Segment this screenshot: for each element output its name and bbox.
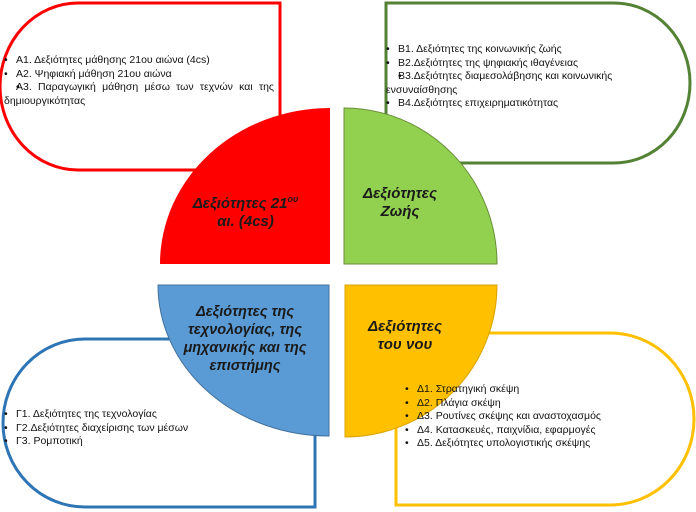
item-d2: Δ2. Πλάγια σκέψη: [417, 396, 501, 409]
item-d1: Δ1. Στρατηγική σκέψη: [417, 383, 520, 395]
list-item: Δ2. Πλάγια σκέψη: [405, 397, 665, 411]
quadrant-g-title: Δεξιότητες της τεχνολογίας, της μηχανική…: [165, 303, 325, 375]
quadrant-g-title-line1: Δεξιότητες της: [196, 304, 294, 320]
list-item: Α3. Παραγωγική μάθηση μέσω των τεχνών κα…: [4, 81, 274, 108]
list-item: Β2.Δεξιότητες της ψηφιακής ιθαγένειας: [386, 57, 676, 71]
item-d5: Δ5. Δεξιότητες υπολογιστικής σκέψης: [417, 437, 591, 449]
quadrant-d-title-line1: Δεξιότητες: [368, 318, 442, 335]
list-item: Β1. Δεξιότητες της κοινωνικής ζωής: [386, 43, 676, 57]
quadrant-a-shape: [160, 108, 330, 264]
item-a2: Α2. Ψηφιακή μάθηση 21ου αιώνα: [16, 67, 172, 80]
quadrant-d-title: Δεξιότητες του νου: [350, 318, 460, 354]
box-a-list: Α1. Δεξιότητες μάθησης 21ου αιώνα (4cs) …: [4, 54, 274, 108]
item-a3: Α3. Παραγωγική μάθηση μέσω των τεχνών κα…: [4, 81, 274, 107]
box-d-list: Δ1. Στρατηγική σκέψη Δ2. Πλάγια σκέψη Δ3…: [405, 383, 665, 451]
quadrant-g-title-line4: επιστήμης: [209, 358, 281, 374]
item-d4: Δ4. Κατασκευές, παιχνίδια, εφαρμογές: [417, 423, 596, 436]
quadrant-b-title-line1: Δεξιότητες: [363, 185, 437, 202]
quadrant-a-title-line1: Δεξιότητες 21: [192, 195, 288, 212]
quadrant-a-title: Δεξιότητες 21ου αι. (4cs): [168, 190, 323, 231]
list-item: Δ1. Στρατηγική σκέψη: [405, 383, 665, 397]
quadrant-d-title-line2: του νου: [377, 336, 433, 353]
quadrant-g-title-line2: τεχνολογίας, της: [188, 322, 302, 338]
box-outline-d: [394, 331, 696, 507]
list-item: Δ4. Κατασκευές, παιχνίδια, εφαρμογές: [405, 424, 665, 438]
box-g-list: Γ1. Δεξιότητες της τεχνολογίας Γ2.Δεξιότ…: [4, 408, 244, 449]
list-item: Β4.Δεξιότητες επιχειρηματικότητας: [386, 97, 676, 111]
list-item: Α2. Ψηφιακή μάθηση 21ου αιώνα: [4, 68, 274, 82]
item-b3: Β3.Δεξιότητες διαμεσολάβησης και κοινωνι…: [386, 70, 613, 96]
item-g3: Γ3. Ρομποτική: [16, 435, 83, 447]
quadrant-g-title-line3: μηχανικής και της: [183, 340, 307, 356]
list-item: Γ2.Δεξιότητες διαχείρισης των μέσων: [4, 422, 244, 436]
item-a1: Α1. Δεξιότητες μάθησης 21ου αιώνα (4cs): [16, 54, 210, 66]
box-outline-a: [0, 1, 282, 172]
item-d3: Δ3. Ρουτίνες σκέψης και αναστοχασμός: [417, 410, 601, 422]
quadrant-a-title-sup: ου: [287, 194, 299, 204]
list-item: Γ3. Ρομποτική: [4, 435, 244, 449]
item-b1: Β1. Δεξιότητες της κοινωνικής ζωής: [398, 43, 562, 55]
box-b-list: Β1. Δεξιότητες της κοινωνικής ζωής Β2.Δε…: [386, 43, 676, 111]
quadrant-b-title-line2: Ζωής: [380, 203, 420, 220]
list-item: Δ3. Ρουτίνες σκέψης και αναστοχασμός: [405, 410, 665, 424]
item-b4: Β4.Δεξιότητες επιχειρηματικότητας: [398, 97, 559, 109]
list-item: Γ1. Δεξιότητες της τεχνολογίας: [4, 408, 244, 422]
quadrant-a-title-line2: αι. (4cs): [217, 213, 274, 230]
quadrant-b-shape: [343, 107, 498, 265]
item-g2: Γ2.Δεξιότητες διαχείρισης των μέσων: [16, 421, 189, 434]
list-item: Β3.Δεξιότητες διαμεσολάβησης και κοινωνι…: [386, 70, 676, 97]
list-item: Α1. Δεξιότητες μάθησης 21ου αιώνα (4cs): [4, 54, 274, 68]
list-item: Δ5. Δεξιότητες υπολογιστικής σκέψης: [405, 437, 665, 451]
item-g1: Γ1. Δεξιότητες της τεχνολογίας: [16, 408, 157, 420]
quadrant-b-title: Δεξιότητες Ζωής: [345, 185, 455, 221]
quadrant-g-shape: [157, 284, 330, 437]
item-b2: Β2.Δεξιότητες της ψηφιακής ιθαγένειας: [398, 56, 579, 69]
box-outline-b: [384, 1, 692, 165]
